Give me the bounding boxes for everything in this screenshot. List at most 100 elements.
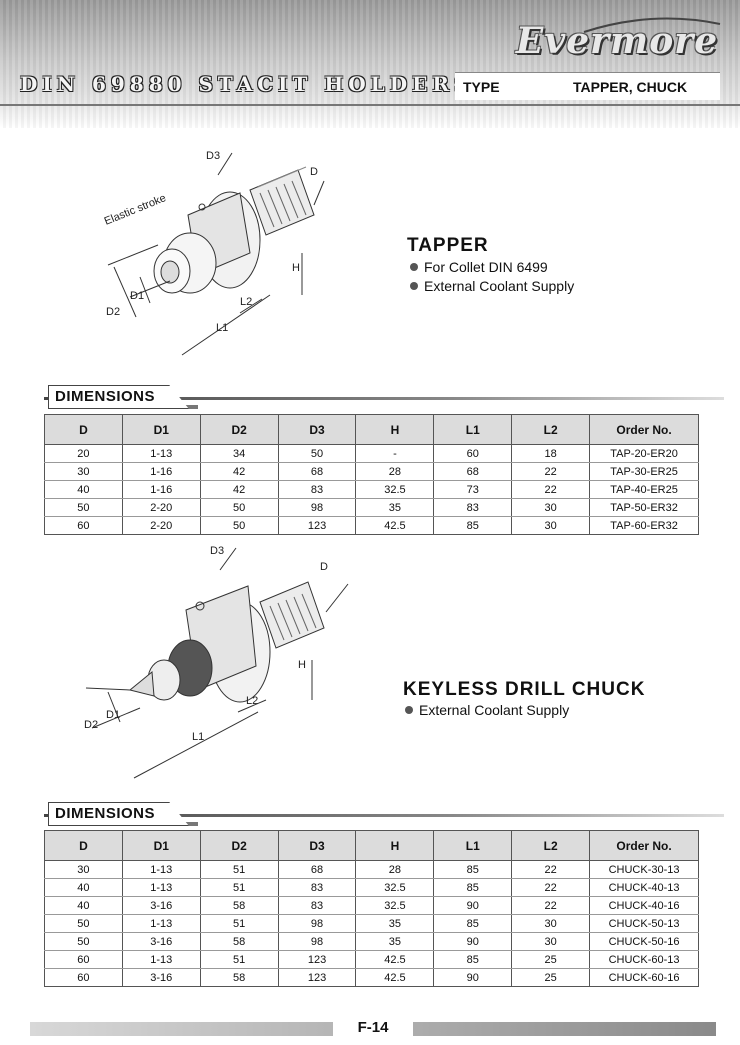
table-cell: 1-13 <box>121 950 201 969</box>
chuck-h-label: H <box>298 659 306 671</box>
table-cell: CHUCK-40-13 <box>589 878 699 897</box>
table-cell: 51 <box>199 860 279 879</box>
table-cell: 2-20 <box>121 516 201 535</box>
type-label: TYPE <box>463 79 500 95</box>
column-header: H <box>355 830 435 861</box>
table-cell: CHUCK-60-13 <box>589 950 699 969</box>
table-cell: 3-16 <box>121 896 201 915</box>
table-cell: 20 <box>44 444 123 463</box>
table-cell: 1-13 <box>121 914 201 933</box>
table-cell: 51 <box>199 950 279 969</box>
column-header: L2 <box>511 414 591 445</box>
table-cell: 42 <box>199 480 279 499</box>
table-cell: 1-16 <box>121 462 201 481</box>
tapper-l2-label: L2 <box>240 296 252 308</box>
type-value: TAPPER, CHUCK <box>573 79 688 95</box>
table-cell: 28 <box>355 860 435 879</box>
column-header: D3 <box>277 414 357 445</box>
table-cell: 25 <box>511 950 591 969</box>
table-cell: 50 <box>277 444 357 463</box>
table-cell: TAP-40-ER25 <box>589 480 699 499</box>
table-cell: 2-20 <box>121 498 201 517</box>
table-cell: 90 <box>433 896 513 915</box>
table-cell: 98 <box>277 914 357 933</box>
tapper-feature-2: External Coolant Supply <box>410 278 574 294</box>
column-header: D2 <box>199 414 279 445</box>
table-cell: 85 <box>433 950 513 969</box>
series-title: DIN 69880 STACIT HOLDERS <box>20 72 474 96</box>
tapper-dimensions-label: DIMENSIONS <box>55 388 156 405</box>
table-cell: 51 <box>199 914 279 933</box>
chuck-d2-label: D2 <box>84 719 98 731</box>
table-cell: CHUCK-50-16 <box>589 932 699 951</box>
table-cell: 32.5 <box>355 896 435 915</box>
table-cell: 1-16 <box>121 480 201 499</box>
table-cell: 22 <box>511 878 591 897</box>
table-cell: 50 <box>44 498 123 517</box>
table-cell: CHUCK-60-16 <box>589 968 699 987</box>
table-cell: 1-13 <box>121 860 201 879</box>
table-cell: 60 <box>44 950 123 969</box>
table-cell: 35 <box>355 498 435 517</box>
table-cell: 50 <box>44 932 123 951</box>
table-cell: 18 <box>511 444 591 463</box>
table-cell: 83 <box>277 896 357 915</box>
chuck-d-label: D <box>320 561 328 573</box>
table-cell: 83 <box>277 480 357 499</box>
table-cell: 42 <box>199 462 279 481</box>
bullet-icon <box>410 282 418 290</box>
table-cell: 85 <box>433 516 513 535</box>
table-cell: CHUCK-50-13 <box>589 914 699 933</box>
chuck-drawing: D3 D H D1 D2 L2 L1 <box>84 545 349 779</box>
column-header: D1 <box>121 414 201 445</box>
table-cell: TAP-20-ER20 <box>589 444 699 463</box>
brand-logo: Evermore <box>512 17 722 66</box>
table-cell: 68 <box>433 462 513 481</box>
tapper-h-label: H <box>292 262 300 274</box>
table-cell: 30 <box>44 462 123 481</box>
table-cell: 35 <box>355 932 435 951</box>
chuck-d3-label: D3 <box>210 545 224 557</box>
tapper-drawing: Elastic stroke D3 D H D1 D2 L2 L1 <box>103 150 325 356</box>
table-cell: TAP-30-ER25 <box>589 462 699 481</box>
table-cell: 50 <box>199 516 279 535</box>
table-cell: 98 <box>277 498 357 517</box>
table-cell: 1-13 <box>121 878 201 897</box>
table-cell: 30 <box>511 516 591 535</box>
table-cell: 50 <box>199 498 279 517</box>
table-cell: 1-13 <box>121 444 201 463</box>
chuck-dimensions-header: DIMENSIONS <box>44 802 724 826</box>
table-cell: 32.5 <box>355 878 435 897</box>
table-cell: 22 <box>511 462 591 481</box>
table-cell: 68 <box>277 462 357 481</box>
table-cell: 22 <box>511 480 591 499</box>
table-cell: 60 <box>433 444 513 463</box>
table-cell: CHUCK-30-13 <box>589 860 699 879</box>
chuck-l1-label: L1 <box>192 731 204 743</box>
table-cell: 3-16 <box>121 968 201 987</box>
table-cell: TAP-60-ER32 <box>589 516 699 535</box>
tapper-d1-label: D1 <box>130 290 144 302</box>
tapper-dimensions-header: DIMENSIONS <box>44 385 724 409</box>
tapper-title: TAPPER <box>407 235 489 256</box>
table-cell: 85 <box>433 860 513 879</box>
chuck-title: KEYLESS DRILL CHUCK <box>403 679 646 700</box>
header-divider <box>0 104 740 106</box>
table-cell: - <box>355 444 435 463</box>
table-cell: 30 <box>44 860 123 879</box>
table-cell: CHUCK-40-16 <box>589 896 699 915</box>
brand-name: Evermore <box>515 20 719 62</box>
table-cell: 58 <box>199 896 279 915</box>
column-header: Order No. <box>589 414 699 445</box>
